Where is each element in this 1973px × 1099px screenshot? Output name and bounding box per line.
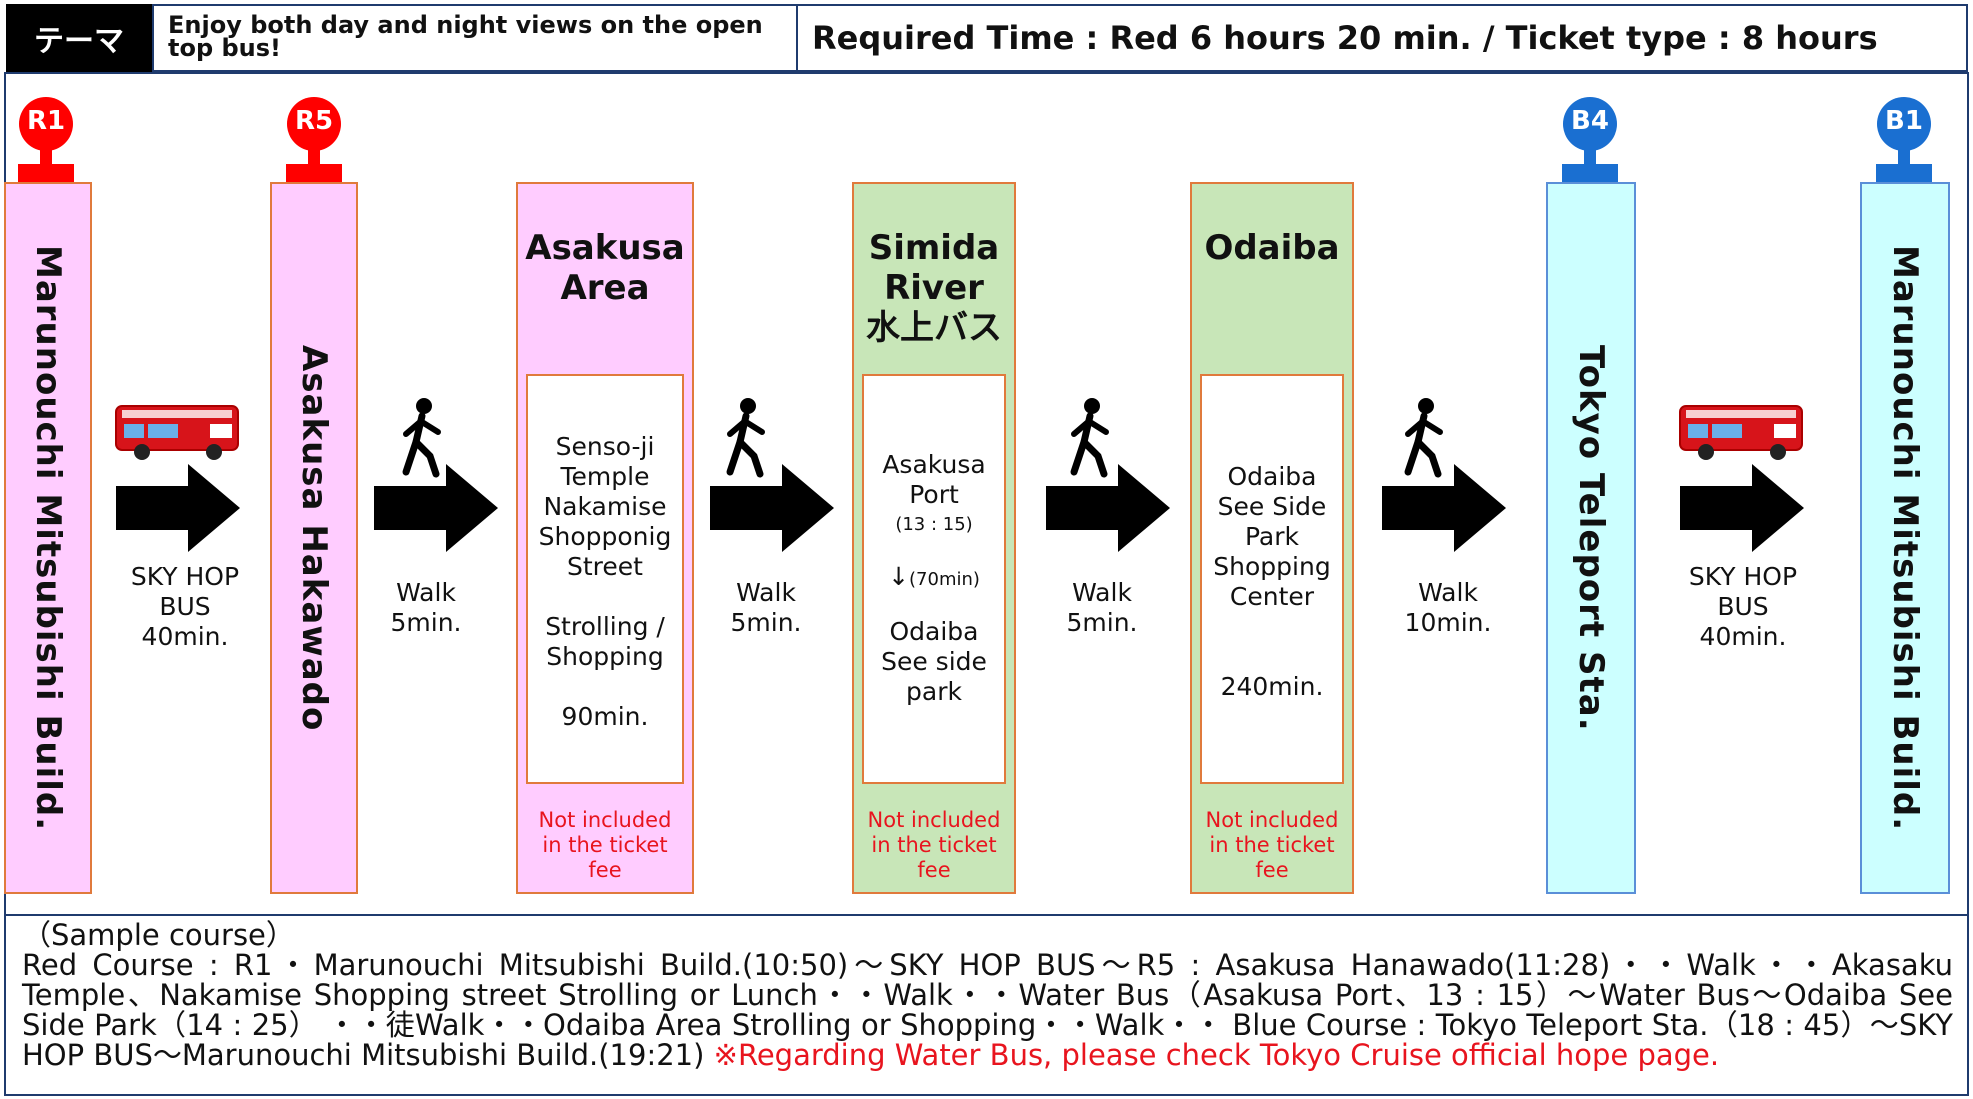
stop-pin-r1: R1 — [14, 96, 78, 192]
stop-id: B1 — [1885, 106, 1923, 136]
arrow-right-icon — [710, 464, 834, 552]
walking-person-icon — [398, 398, 446, 478]
transition-label: Walk 5min. — [1066, 578, 1138, 637]
activity-details: Senso-ji Temple Nakamise Shopponig Stree… — [526, 374, 684, 784]
arrow-right-icon — [1046, 464, 1170, 552]
arrow-right-icon — [1382, 464, 1506, 552]
activity-details: Asakusa Port (13 : 15) ↓(70min) Odaiba S… — [862, 374, 1006, 784]
fee-note: Not included in the ticket fee — [538, 808, 672, 882]
activity-title: Odaiba — [1204, 228, 1340, 268]
map-pin-icon — [18, 97, 74, 186]
theme-description: Enjoy both day and night views on the op… — [152, 4, 798, 72]
activity-details: Odaiba See Side Park Shopping Center 240… — [1200, 374, 1344, 784]
bus-icon — [1678, 402, 1806, 462]
stop-pin-b1: B1 — [1872, 96, 1936, 192]
required-time: Required Time : Red 6 hours 20 min. / Ti… — [798, 4, 1968, 72]
transition-label: Walk 5min. — [390, 578, 462, 637]
walking-person-icon — [722, 398, 770, 478]
stop-id: B4 — [1571, 106, 1609, 136]
activity-title: Simida River 水上バス — [866, 228, 1002, 348]
stop-tokyo-teleport: Tokyo Teleport Sta. — [1546, 182, 1636, 894]
stop-pin-r5: R5 — [282, 96, 346, 192]
activity-odaiba: Odaiba Odaiba See Side Park Shopping Cen… — [1190, 182, 1354, 894]
map-pin-icon — [286, 97, 342, 186]
stop-id: R1 — [26, 106, 66, 136]
fee-note: Not included in the ticket fee — [1205, 808, 1339, 882]
stop-marunouchi-end: Marunouchi Mitsubishi Build. — [1860, 182, 1950, 894]
water-bus-warning: ※Regarding Water Bus, please check Tokyo… — [713, 1038, 1720, 1072]
transition-label: SKY HOP BUS 40min. — [1688, 562, 1798, 651]
sample-course-box: （Sample course） Red Course : R1・Marunouc… — [4, 916, 1969, 1096]
activity-title: Asakusa Area — [525, 228, 685, 308]
bus-icon — [114, 402, 242, 462]
map-pin-icon — [1876, 97, 1932, 186]
stop-asakusa-hanawado: Asakusa Hakawado — [270, 182, 358, 894]
walking-person-icon — [1400, 398, 1448, 478]
fee-note: Not included in the ticket fee — [867, 808, 1001, 882]
transition-label: Walk 5min. — [730, 578, 802, 637]
arrow-right-icon — [116, 464, 240, 552]
sample-course-body: Red Course : R1・Marunouchi Mitsubishi Bu… — [22, 948, 1953, 1072]
stop-pin-b4: B4 — [1558, 96, 1622, 192]
stop-marunouchi-start: Marunouchi Mitsubishi Build. — [4, 182, 92, 894]
activity-simida-river: Simida River 水上バス Asakusa Port (13 : 15)… — [852, 182, 1016, 894]
walking-person-icon — [1066, 398, 1114, 478]
stop-id: R5 — [294, 106, 334, 136]
transition-label: Walk 10min. — [1404, 578, 1492, 637]
activity-asakusa-area: Asakusa Area Senso-ji Temple Nakamise Sh… — [516, 182, 694, 894]
transition-label: SKY HOP BUS 40min. — [130, 562, 240, 651]
theme-tag: テーマ — [6, 4, 152, 72]
sample-course-title: （Sample course） — [22, 918, 295, 952]
map-pin-icon — [1562, 97, 1618, 186]
arrow-right-icon — [1680, 464, 1804, 552]
arrow-right-icon — [374, 464, 498, 552]
